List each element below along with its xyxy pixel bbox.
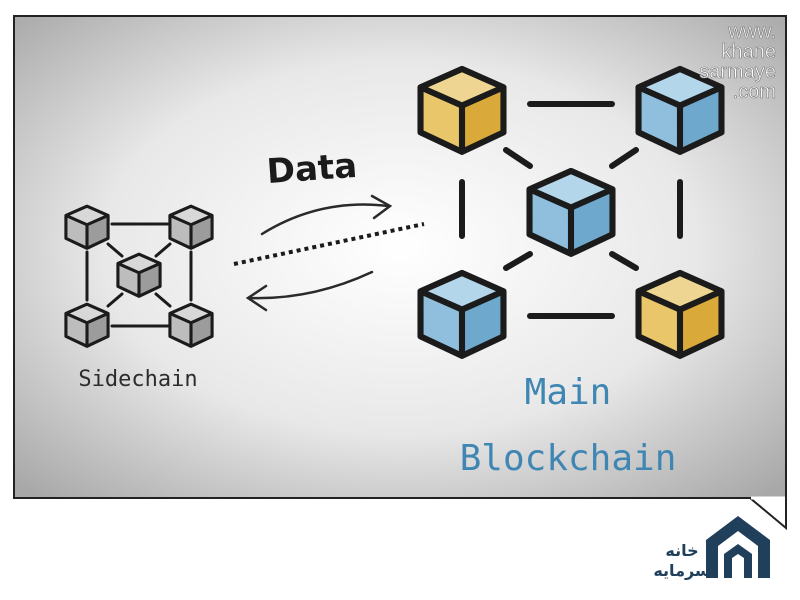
sidechain-link xyxy=(106,242,124,258)
main-link xyxy=(503,147,533,169)
sidechain-link xyxy=(154,242,172,258)
watermark-line: khane xyxy=(722,41,777,63)
main-link xyxy=(609,251,639,271)
sidechain-network xyxy=(85,222,193,328)
panel-notch xyxy=(747,497,787,531)
main-label-line2: Blockchain xyxy=(460,438,677,479)
logo-text: سرمایه xyxy=(653,561,710,580)
arrow-left-icon xyxy=(245,270,374,312)
logo-text: خانه xyxy=(665,541,698,560)
cube-icon xyxy=(168,302,214,348)
watermark-line: www. xyxy=(727,21,776,43)
sidechain-link xyxy=(106,292,124,308)
sidechain-link xyxy=(154,292,172,308)
logo-icon: خانه سرمایه xyxy=(653,516,770,580)
main-link xyxy=(503,251,533,271)
watermark-url: www. khane sarmaye .com xyxy=(699,21,777,104)
cube-icon xyxy=(530,171,613,254)
main-link xyxy=(609,147,639,169)
cube-icon xyxy=(421,273,504,356)
watermark-line: sarmaye xyxy=(699,61,776,83)
sidechain-label: Sidechain xyxy=(78,367,197,392)
cube-icon xyxy=(639,273,722,356)
cube-icon xyxy=(168,204,214,250)
main-label-line1: Main xyxy=(525,372,612,413)
data-dotted-link xyxy=(233,222,425,266)
watermark-line: .com xyxy=(733,81,776,103)
arrow-right-icon xyxy=(260,194,393,236)
cube-icon xyxy=(421,69,504,152)
cube-icon xyxy=(116,252,162,298)
data-label: Data xyxy=(265,146,358,192)
main-blockchain-network xyxy=(459,101,683,319)
cube-icon xyxy=(64,302,110,348)
cube-icon xyxy=(64,204,110,250)
